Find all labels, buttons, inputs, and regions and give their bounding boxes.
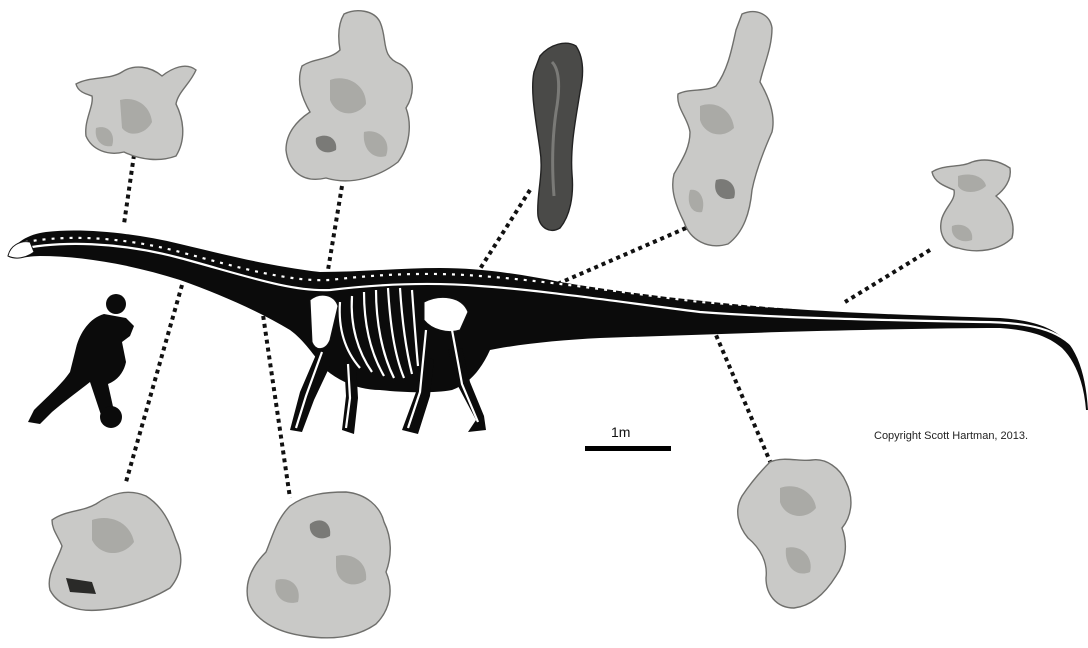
leader-line-3 (478, 190, 530, 272)
copyright-text: Copyright Scott Hartman, 2013. (874, 430, 1028, 442)
leader-line-6 (126, 285, 182, 482)
fossil-vertebra-4 (932, 160, 1013, 251)
fossil-vertebra-3 (673, 12, 773, 246)
fossil-vertebra-1 (76, 66, 196, 159)
leader-line-5 (845, 250, 930, 302)
fossil-vertebra-6 (247, 492, 390, 638)
leader-line-2 (328, 186, 342, 270)
human-silhouette (28, 294, 134, 428)
leader-line-4 (555, 228, 686, 285)
fossil-rib-dark (533, 43, 583, 230)
leader-line-8 (713, 328, 772, 466)
scale-bar-label: 1m (611, 424, 630, 440)
fossil-vertebra-2 (286, 11, 412, 181)
scale-bar (585, 446, 671, 451)
leader-line-7 (262, 308, 290, 498)
fossil-vertebra-7 (738, 459, 851, 608)
leader-line-1 (124, 155, 134, 224)
fossil-vertebra-5 (49, 492, 181, 610)
